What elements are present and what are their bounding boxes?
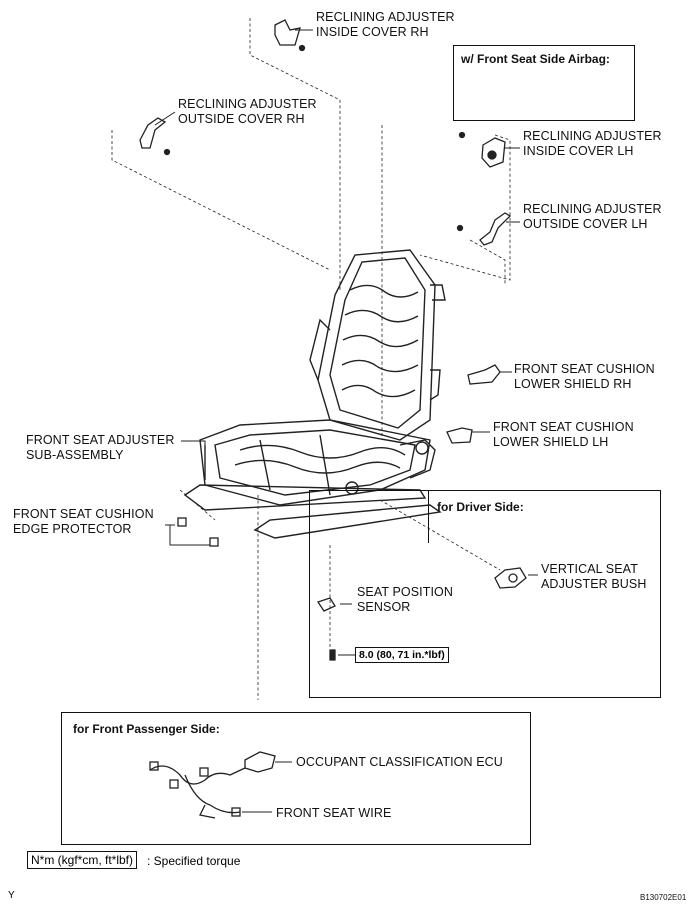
reclining-inside-cover-rh-part <box>274 19 301 46</box>
edge-protector-part-1 <box>177 517 187 527</box>
footer-left-code: Y <box>8 890 15 901</box>
wire-harness-part <box>149 765 246 785</box>
seat-position-sensor-part <box>316 597 336 612</box>
lower-shield-lh-part <box>446 427 473 444</box>
torque-spec: 8.0 (80, 71 in.*lbf) <box>355 647 449 663</box>
passenger-side-box <box>61 712 531 845</box>
legend-unit-box: N*m (kgf*cm, ft*lbf) <box>27 851 138 869</box>
reclining-outside-cover-lh-part <box>479 212 512 246</box>
lower-shield-rh-part <box>467 364 501 385</box>
footer-figure-id: B130702E01 <box>640 893 687 902</box>
reclining-inside-cover-lh-part <box>481 137 506 168</box>
legend-description: : Specified torque <box>147 854 241 868</box>
edge-protector-part-2 <box>209 537 219 547</box>
label-occupant-classification-ecu: OCCUPANT CLASSIFICATION ECU <box>296 755 503 769</box>
label-front-seat-wire: FRONT SEAT WIRE <box>276 806 392 820</box>
adjuster-bush-part <box>494 567 527 589</box>
seat-frame-drawing <box>183 249 446 539</box>
reclining-outside-cover-rh-part <box>139 117 167 149</box>
bolt-part <box>329 649 336 661</box>
driver-side-header-box <box>428 490 661 543</box>
airbag-box <box>453 45 635 121</box>
airbag-box-title: w/ Front Seat Side Airbag: <box>461 52 610 66</box>
driver-side-title: for Driver Side: <box>437 500 524 514</box>
passenger-side-title: for Front Passenger Side: <box>73 722 220 736</box>
